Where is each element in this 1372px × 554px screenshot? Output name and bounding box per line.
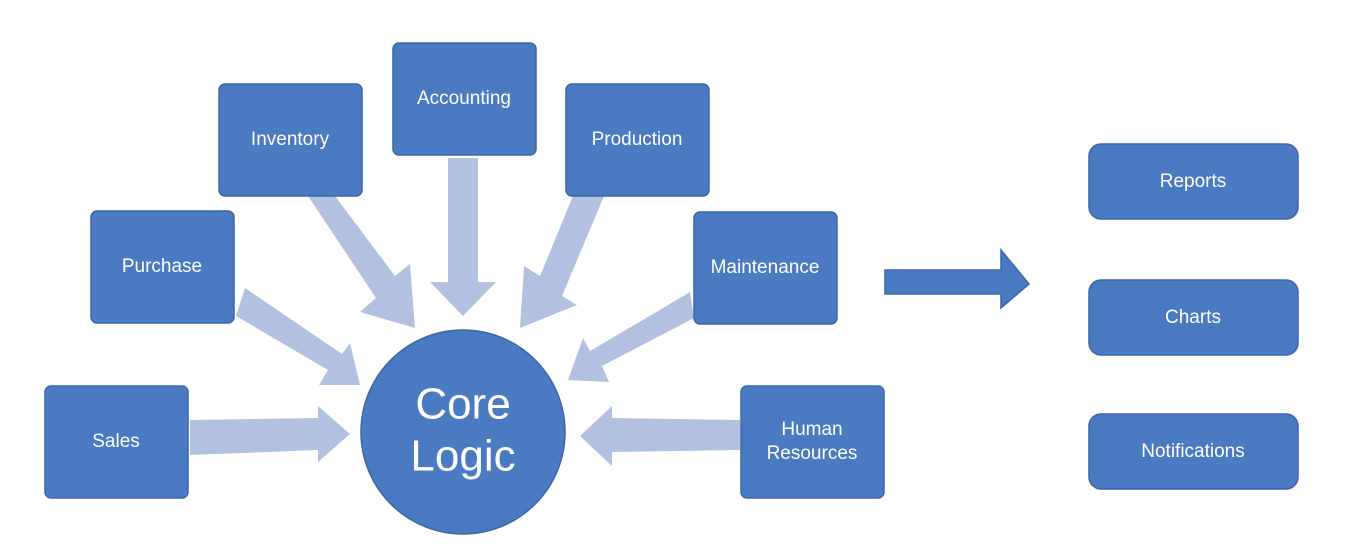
label-maintenance: Maintenance	[711, 257, 820, 278]
arrow-inventory-to-core	[308, 196, 415, 328]
arrow-production-to-core	[520, 196, 604, 328]
arrow-sales-to-core	[190, 406, 350, 462]
arrow-maintenance-to-core	[568, 292, 694, 382]
input-box-sales: Sales	[44, 385, 189, 499]
label-notifications: Notifications	[1141, 441, 1245, 462]
label-reports: Reports	[1160, 171, 1227, 192]
input-box-production: Production	[565, 83, 710, 197]
core-label-line2: Logic	[410, 432, 515, 481]
label-inventory: Inventory	[251, 129, 330, 150]
input-box-purchase: Purchase	[90, 210, 235, 324]
arrow-purchase-to-core	[236, 288, 360, 385]
label-hr-line1: Human	[781, 419, 842, 440]
arrow-accounting-to-core	[430, 158, 496, 316]
input-box-accounting: Accounting	[392, 42, 537, 156]
input-arrows	[190, 158, 740, 466]
label-sales: Sales	[92, 431, 140, 452]
input-box-human-resources: Human Resources	[740, 385, 885, 499]
label-charts: Charts	[1165, 307, 1221, 328]
input-box-inventory: Inventory	[218, 83, 363, 197]
output-box-charts: Charts	[1088, 279, 1299, 356]
label-accounting: Accounting	[417, 88, 511, 109]
label-hr-line2: Resources	[767, 443, 858, 464]
input-box-maintenance: Maintenance	[693, 211, 838, 325]
output-box-reports: Reports	[1088, 143, 1299, 220]
core-label-line1: Core	[415, 380, 510, 429]
arrow-core-to-outputs	[884, 247, 1031, 310]
arrow-hr-to-core	[580, 406, 740, 466]
core-logic-node: Core Logic	[360, 329, 566, 535]
output-box-notifications: Notifications	[1088, 413, 1299, 490]
label-purchase: Purchase	[122, 256, 202, 277]
label-production: Production	[592, 129, 683, 150]
